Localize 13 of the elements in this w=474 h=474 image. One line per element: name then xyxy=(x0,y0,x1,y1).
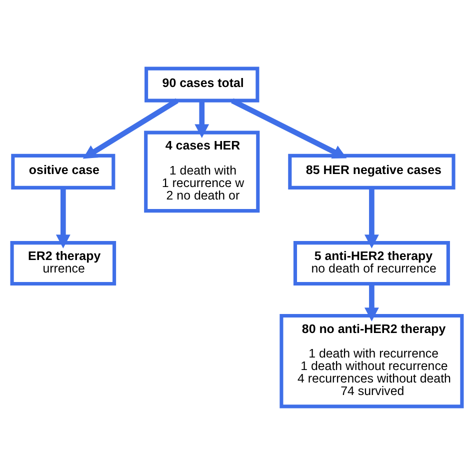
arrow xyxy=(364,283,379,321)
node-box: 85 HER negative cases xyxy=(288,153,456,189)
node-box: 5 anti-HER2 therapy no death of recurrence xyxy=(293,240,450,286)
arrow xyxy=(194,100,210,138)
arrow xyxy=(56,187,70,248)
arrow xyxy=(231,98,347,158)
node-box: 4 cases HER 1 death with 1 recurrence w 2 no death or xyxy=(144,130,260,212)
node-box: 90 cases total xyxy=(144,66,260,102)
node-box: ER2 therapy urrence xyxy=(10,240,116,286)
node-box: 80 no anti-HER2 therapy 1 death with recurrence 1 death without recurrence 4 recurrences without death 74 survived xyxy=(280,313,464,408)
node-box: ositive case xyxy=(11,153,116,189)
arrow xyxy=(364,187,379,248)
arrow xyxy=(82,98,178,158)
